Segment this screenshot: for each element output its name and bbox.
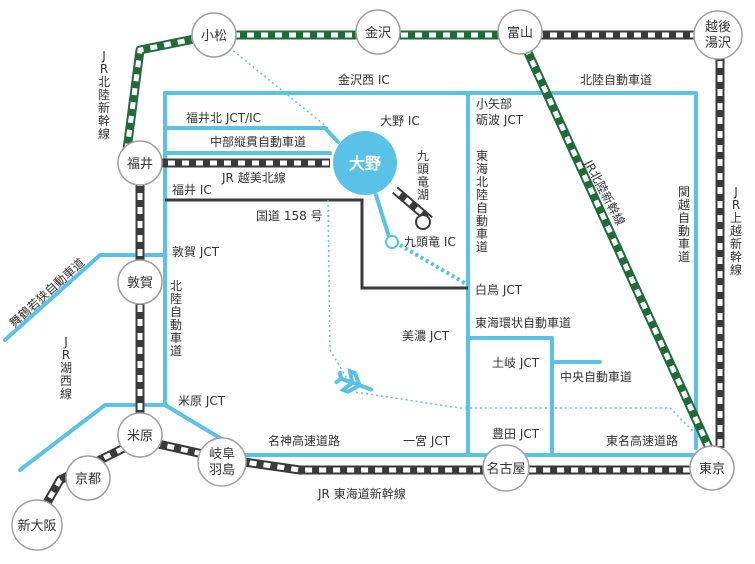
- chuo-expwy-label: 中央自動車道: [560, 369, 632, 384]
- airplane-icon: [334, 368, 374, 394]
- ono-kuzuryu-link: [374, 193, 392, 242]
- tsuruga-jct-label: 敦賀 JCT: [172, 244, 220, 259]
- jr-tokaido-label: JR 東海道新幹線: [317, 486, 406, 501]
- city-kyoto: 京都: [65, 455, 111, 501]
- toyota-jct-label: 豊田 JCT: [492, 427, 540, 441]
- tomei-label: 東名高速道路: [606, 433, 678, 448]
- kosei-side-road: [18, 403, 167, 472]
- flight-path: [213, 34, 711, 449]
- hokuriku-expwy-top-label: 北陸自動車道: [580, 73, 652, 87]
- city-gifu-hashima: 岐阜 羽島: [197, 437, 247, 487]
- fukui-kita-link: [163, 126, 340, 144]
- city-echigo-yuzawa: 越後 湯沢: [693, 10, 743, 60]
- ono-center-label: 大野: [349, 154, 381, 173]
- chubu-jukan-label: 中部縦貫自動車道: [210, 134, 306, 149]
- kuzuryu-lake-label: 九頭竜湖: [417, 149, 429, 202]
- city-nodes: 小松 金沢 富山 越後 湯沢 福井 敦賀 米原 京都: [11, 9, 743, 551]
- city-kanazawa: 金沢: [355, 9, 401, 55]
- kuzuryu-ic-label: 九頭竜 IC: [404, 235, 456, 249]
- city-maibara: 米原: [117, 412, 163, 458]
- oyabe-label: 小矢部: [476, 96, 512, 111]
- tokai-hokuriku-label: 東海北陸自動車道: [476, 149, 488, 254]
- svg-text:名古屋: 名古屋: [486, 461, 525, 477]
- tokai-kanjo-expressway: [466, 336, 554, 457]
- hokuriku-expwy-left-label: 北陸自動車道: [170, 279, 182, 358]
- ichinomiya-jct-label: 一宮 JCT: [403, 433, 451, 448]
- city-tsuruga: 敦賀: [117, 259, 163, 305]
- svg-text:羽島: 羽島: [209, 463, 235, 478]
- svg-text:金沢: 金沢: [365, 25, 391, 41]
- svg-text:小松: 小松: [201, 29, 227, 44]
- kuzuryu-dotted-road: [398, 243, 470, 287]
- kanetsu-label: 関越自動車道: [678, 185, 690, 264]
- kuzuryu-terminus: [415, 214, 431, 230]
- svg-text:米原: 米原: [127, 429, 153, 444]
- map-labels: 金沢西 IC 北陸自動車道 福井北 JCT/IC 大野 IC 中部縦貫自動車道 …: [172, 72, 678, 501]
- meishin-label: 名神高速道路: [268, 433, 340, 448]
- tonami-jct-label: 砺波 JCT: [476, 113, 524, 127]
- highway-network: [3, 91, 698, 472]
- svg-text:湯沢: 湯沢: [705, 36, 731, 51]
- svg-text:越後: 越後: [705, 20, 731, 35]
- svg-text:福井: 福井: [127, 157, 153, 172]
- shirotori-jct-label: 白鳥 JCT: [475, 282, 523, 297]
- svg-text:岐阜: 岐阜: [209, 446, 235, 462]
- city-tokyo: 東京: [689, 445, 735, 491]
- ono-ic-label: 大野 IC: [380, 114, 420, 128]
- svg-text:新大阪: 新大阪: [17, 518, 56, 534]
- city-komatsu: 小松: [191, 12, 237, 58]
- toki-jct-label: 土岐 JCT: [492, 356, 540, 370]
- fukui-kita-jct-label: 福井北 JCT/IC: [186, 110, 261, 125]
- maizuru-wakasa-label: 舞鶴若狭自動車道: [6, 255, 87, 330]
- svg-text:富山: 富山: [507, 25, 533, 41]
- city-fukui: 福井: [117, 140, 163, 186]
- route158-label: 国道 158 号: [256, 209, 323, 223]
- svg-text:東京: 東京: [699, 461, 725, 477]
- tokai-kanjo-label: 東海環状自動車道: [475, 315, 571, 330]
- jr-etsumihoku-label: JR 越美北線: [221, 170, 286, 185]
- fukui-ic-label: 福井 IC: [172, 182, 212, 197]
- maibara-jct-label: 米原 JCT: [178, 394, 226, 408]
- city-toyama: 富山: [497, 9, 543, 55]
- route-158: [165, 198, 468, 290]
- mino-jct-label: 美濃 JCT: [402, 329, 450, 343]
- svg-text:京都: 京都: [75, 472, 101, 487]
- kanazawa-nishi-ic-label: 金沢西 IC: [338, 72, 390, 87]
- city-nagoya: 名古屋: [482, 444, 530, 492]
- kuzuryu-ic-marker: [385, 235, 399, 249]
- hokuriku-expressway: [163, 91, 698, 452]
- ono-center-marker: [333, 131, 397, 195]
- maizuru-wakasa-expressway: [3, 253, 102, 342]
- svg-text:敦賀: 敦賀: [127, 275, 153, 291]
- city-shin-osaka: 新大阪: [11, 499, 63, 551]
